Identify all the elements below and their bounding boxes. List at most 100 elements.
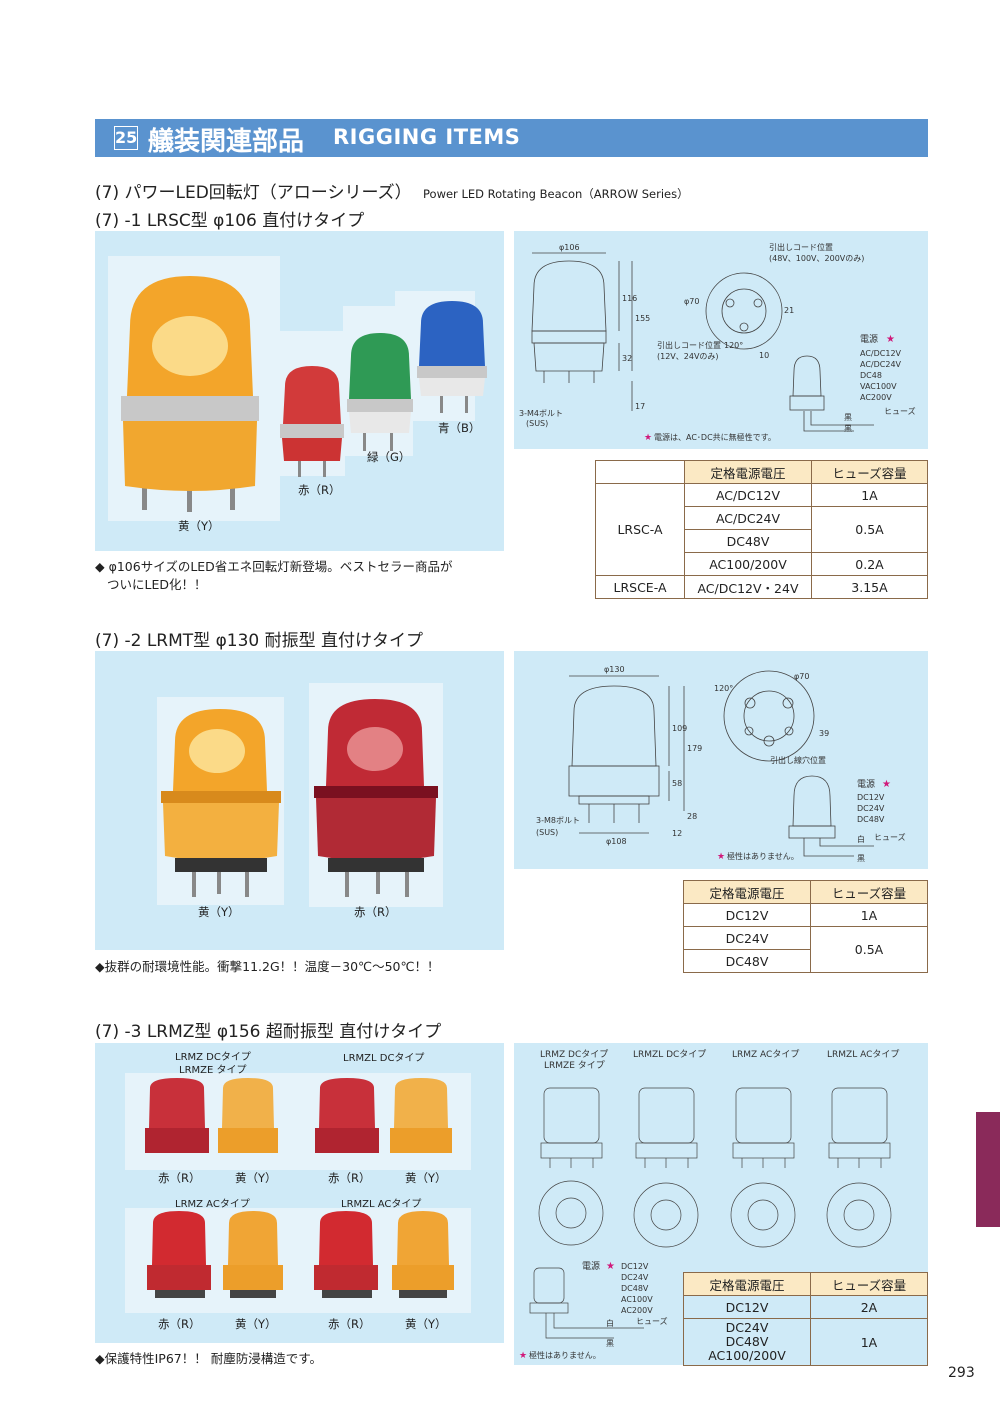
lrmz-photo-label-ac: LRMZ ACタイプ [175, 1199, 250, 1210]
lrmz-wire-black: 黒 [606, 1339, 614, 1348]
lrsc-wire-black-top: 黒 [844, 413, 852, 422]
lrmz-power-0: DC12V [621, 1262, 649, 1271]
table-cell: DC24V DC48V AC100/200V [683, 1318, 811, 1366]
table-cell: DC24V [683, 926, 811, 950]
lrsc-cord-pos-1: 引出しコード位置 [769, 242, 833, 252]
lrsc-wire-black: 黒 [844, 424, 852, 433]
lrsc-power-3: VAC100V [860, 382, 897, 391]
table-cell: 0.5A [810, 926, 928, 973]
lrmt-label-red: 赤（R） [354, 905, 397, 919]
lrsc-dim-21: 21 [784, 306, 794, 315]
lrmz-diag-type-dc: LRMZ DCタイプ [540, 1049, 608, 1060]
series-heading-jp: (7) パワーLED回転灯（アローシリーズ） [95, 183, 412, 203]
lrmz-fuse-label: ヒューズ [636, 1316, 668, 1326]
lrmz-beacon-photo [125, 1073, 471, 1313]
table-cell: AC/DC12V・24V [684, 575, 812, 599]
star-icon: ★ [882, 779, 891, 790]
table-cell: AC100/200V [684, 552, 812, 576]
lrsc-beacon-photo [108, 256, 487, 521]
table-cell: DC48V [684, 529, 812, 553]
lrsc-cord-pos-2b: (12V、24Vのみ) [657, 352, 719, 361]
lrmt-dim-108: φ108 [606, 837, 627, 846]
lrmt-dim-58: 58 [672, 779, 682, 788]
table-cell: 1A [810, 903, 928, 927]
lrmt-beacon-photo [157, 683, 443, 907]
lrmz-photo-label-l-ac: LRMZL ACタイプ [341, 1199, 422, 1210]
lrmt-dim-39: 39 [819, 729, 829, 738]
lrsc-power-1: AC/DC24V [860, 360, 902, 369]
lrsc-fuse-label: ヒューズ [884, 406, 916, 416]
lrmz-diag-type-ac: LRMZ ACタイプ [732, 1049, 799, 1060]
lrmt-note: ◆抜群の耐環境性能。衝撃11.2G！！温度－30℃～50℃！！ [95, 959, 440, 974]
lrsc-dim-106: φ106 [559, 243, 580, 252]
lrmt-col-fuse: ヒューズ容量 [810, 880, 928, 904]
lrmt-sus: (SUS) [536, 828, 558, 837]
table-cell: DC12V [683, 1295, 811, 1319]
lrmz-label-red: 赤（R） [158, 1317, 201, 1331]
lrmt-dim-12: 12 [672, 829, 682, 838]
lrsc-model-ea: LRSCE-A [595, 575, 685, 599]
lrsc-dim-155: 155 [635, 314, 650, 323]
table-cell: DC48V [683, 949, 811, 973]
lrmt-bolt: 3-M8ボルト [536, 816, 580, 825]
star-icon: ★ [606, 1261, 615, 1272]
lrmt-heading: (7) -2 LRMT型 φ130 耐振型 直付けタイプ [95, 631, 424, 651]
lrmz-diagram-footnote: 極性はありません。 [529, 1350, 601, 1360]
lrmt-dim-109: 109 [672, 724, 687, 733]
lrmz-photo-panel: LRMZ DCタイプ LRMZE タイプ LRMZL DCタイプ LRMZ AC… [95, 1043, 504, 1343]
lrsc-dim-17: 17 [635, 402, 645, 411]
lrmz-heading: (7) -3 LRMZ型 φ156 超耐振型 直付けタイプ [95, 1022, 442, 1042]
series-heading: (7) パワーLED回転灯（アローシリーズ） Power LED Rotatin… [95, 178, 689, 203]
lrsc-dimension-diagram: φ106 116 155 32 17 φ70 引出しコード位置 (48V、100… [514, 231, 928, 449]
lrmz-col-fuse: ヒューズ容量 [810, 1272, 928, 1296]
lrsc-dim-116: 116 [622, 294, 637, 303]
lrmt-dim-28: 28 [687, 812, 697, 821]
section-title-jp: 艤装関連部品 [148, 127, 305, 157]
lrsc-model-a: LRSC-A [595, 483, 685, 576]
lrsc-col-voltage: 定格電源電圧 [684, 460, 812, 484]
lrsc-cord-pos-2: 引出しコード位置 [657, 340, 721, 350]
lrmz-power-label: 電源 [582, 1261, 600, 1272]
lrsc-sus: (SUS) [526, 419, 548, 428]
table-cell: 1A [810, 1318, 928, 1366]
lrmt-power-1: DC24V [857, 804, 885, 813]
lrmz-power-1: DC24V [621, 1273, 649, 1282]
lrsc-power-4: AC200V [860, 393, 892, 402]
table-cell: 1A [811, 483, 928, 507]
lrmt-dim-70: φ70 [794, 672, 809, 681]
table-cell: 3.15A [811, 575, 928, 599]
lrmz-power-4: AC200V [621, 1306, 653, 1315]
lrmt-dimension-diagram: φ130 φ108 109 179 58 28 12 φ70 120° 39 引… [514, 651, 928, 869]
lrmt-wire-black: 黒 [857, 854, 865, 863]
lrmt-power-label: 電源 [857, 779, 875, 790]
table-cell: DC12V [683, 903, 811, 927]
lrsc-bolt: 3-M4ボルト [519, 409, 563, 418]
lrsc-dim-10: 10 [759, 351, 769, 360]
lrmt-label-yellow: 黄（Y） [198, 905, 240, 919]
lrmz-label-yellow: 黄（Y） [405, 1171, 447, 1185]
table-cell: 2A [810, 1295, 928, 1319]
lrsc-label-red: 赤（R） [298, 483, 341, 497]
lrmz-photo-label-l-dc: LRMZL DCタイプ [343, 1053, 425, 1064]
lrmz-label-red: 赤（R） [158, 1171, 201, 1185]
table-cell: AC/DC24V [684, 506, 812, 530]
table-cell: AC/DC12V [684, 483, 812, 507]
lrsc-cord-pos-1b: (48V、100V、200Vのみ) [769, 254, 864, 263]
lrmz-note: ◆保護特性IP67！！ 耐塵防浸構造です。 [95, 1351, 322, 1366]
section-title-en: RIGGING ITEMS [333, 125, 521, 149]
lrmt-hole-position: 引出し線穴位置 [770, 755, 826, 765]
lrsc-dim-32: 32 [622, 354, 632, 363]
lrmt-wire-white: 白 [857, 834, 865, 844]
lrmt-dim-179: 179 [687, 744, 702, 753]
lrsc-photo-panel: 黄（Y） 赤（R） 緑（G） 青（B） [95, 231, 504, 551]
lrsc-note-line1: ◆ φ106サイズのLED省エネ回転灯新登場。ベストセラー商品が [95, 559, 453, 574]
lrmz-diag-type-l-dc: LRMZL DCタイプ [633, 1049, 706, 1060]
lrmt-dim-120: 120° [714, 684, 733, 693]
lrmt-fuse-label: ヒューズ [874, 832, 906, 842]
lrmt-photo-panel: 黄（Y） 赤（R） [95, 651, 504, 950]
lrmt-dim-130: φ130 [604, 665, 625, 674]
star-icon: ★ [886, 334, 895, 345]
lrsc-power-label: 電源 [860, 334, 878, 345]
